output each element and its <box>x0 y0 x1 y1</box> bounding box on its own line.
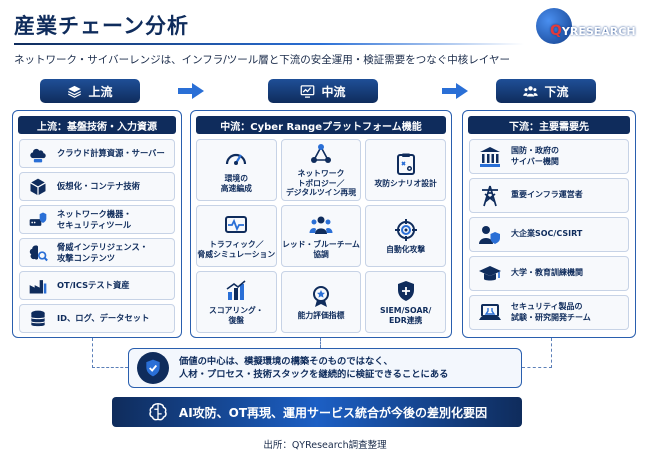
topology-icon <box>310 143 331 163</box>
cloud-server-icon <box>25 143 51 165</box>
title-underline <box>14 43 524 45</box>
connector-line <box>522 338 552 368</box>
upstream-panel-title: 上流：基盤技術・入力資源 <box>18 116 176 134</box>
downstream-item: 国防・政府の サイバー機関 <box>469 139 629 174</box>
users-icon <box>523 85 539 96</box>
logo-text: QYRESEARCH <box>550 23 636 39</box>
downstream-item: 重要インフラ運営者 <box>469 178 629 213</box>
midstream-cell: SIEM/SOAR/ EDR連携 <box>365 271 446 333</box>
layers-icon <box>68 85 82 98</box>
value-statement-text: 価値の中心は、模擬環境の構築そのものではなく、 人材・プロセス・技術スタックを継… <box>179 355 449 380</box>
upstream-item: 脅威インテリジェンス・ 攻撃コンテンツ <box>19 238 175 267</box>
page-subtitle: ネットワーク・サイバーレンジは、インフラ/ツール層と下流の安全運用・検証需要をつ… <box>14 54 510 66</box>
arrow-right-icon <box>442 83 468 99</box>
scenario-icon <box>396 153 415 175</box>
upstream-item: OT/ICSテスト資産 <box>19 271 175 300</box>
speedometer-icon <box>226 153 247 165</box>
network-tools-icon <box>25 209 51 231</box>
globe-icon <box>536 8 572 44</box>
midstream-cell: 攻防シナリオ設計 <box>365 139 446 201</box>
midstream-cell: トラフィック／ 脅威シミュレーション <box>196 205 277 267</box>
banner-text: AI攻防、OT再現、運用サービス統合が今後の差別化要因 <box>178 405 488 420</box>
upstream-item: ネットワーク機器・ セキュリティツール <box>19 205 175 234</box>
ai-brain-icon <box>149 403 167 421</box>
midstream-cell: 自動化攻撃 <box>365 205 446 267</box>
midstream-cell: ネットワーク トポロジー／ デジタルツイン再現 <box>280 139 362 201</box>
government-icon <box>475 144 505 170</box>
stage-downstream-header: 下流 <box>496 79 596 103</box>
differentiation-banner: AI攻防、OT再現、運用サービス統合が今後の差別化要因 <box>112 397 522 427</box>
medal-icon <box>312 285 329 307</box>
monitor-chart-icon <box>301 84 315 98</box>
stage-midstream-label: 中流 <box>321 84 346 99</box>
midstream-cell: レッド・ブルーチーム 協調 <box>280 205 362 267</box>
brain-threat-icon <box>25 242 51 264</box>
connector-line <box>320 338 321 348</box>
graduation-cap-icon <box>475 261 505 287</box>
midstream-panel-title: 中流：Cyber Rangeプラットフォーム機能 <box>196 116 446 134</box>
arrow-right-icon <box>178 83 204 99</box>
database-icon <box>25 308 51 330</box>
downstream-item: 大学・教育訓練機関 <box>469 256 629 291</box>
midstream-cell: 環境の 高速編成 <box>196 139 277 201</box>
factory-ics-icon <box>25 275 51 297</box>
cube-container-icon <box>25 176 51 198</box>
shield-siem-icon <box>397 280 414 301</box>
stage-upstream-header: 上流 <box>40 79 140 103</box>
downstream-panel: 下流：主要需要先 国防・政府の サイバー機関 重要インフラ運営者 大企業SOC/… <box>462 110 636 338</box>
team-icon <box>309 216 333 234</box>
enterprise-shield-icon <box>475 222 505 248</box>
power-tower-icon <box>475 183 505 209</box>
stage-downstream-label: 下流 <box>544 84 569 99</box>
midstream-cell: 能力評価指標 <box>280 271 362 333</box>
stage-upstream-label: 上流 <box>88 84 113 99</box>
stage-midstream-header: 中流 <box>268 79 378 103</box>
upstream-item: クラウド計算資源・サーバー <box>19 139 175 168</box>
company-logo: QYRESEARCH <box>530 8 640 48</box>
upstream-panel: 上流：基盤技術・入力資源 クラウド計算資源・サーバー 仮想化・コンテナ技術 ネッ… <box>12 110 182 338</box>
value-statement-box: 価値の中心は、模擬環境の構築そのものではなく、 人材・プロセス・技術スタックを継… <box>128 348 522 388</box>
laptop-lab-icon <box>475 300 505 326</box>
connector-line <box>92 338 128 368</box>
source-note: 出所：QYResearch調査整理 <box>263 440 387 451</box>
downstream-item: セキュリティ製品の 試験・研究開発チーム <box>469 295 629 330</box>
downstream-item: 大企業SOC/CSIRT <box>469 217 629 252</box>
score-chart-icon <box>226 280 246 300</box>
page-title: 産業チェーン分析 <box>14 14 189 38</box>
downstream-panel-title: 下流：主要需要先 <box>468 116 630 134</box>
upstream-item: 仮想化・コンテナ技術 <box>19 172 175 201</box>
target-icon <box>394 218 417 241</box>
midstream-cell: スコアリング・ 復盤 <box>196 271 277 333</box>
midstream-panel: 中流：Cyber Rangeプラットフォーム機能 環境の 高速編成 ネットワーク… <box>190 110 452 338</box>
shield-check-icon <box>137 352 169 384</box>
pulse-icon <box>225 215 248 233</box>
upstream-item: ID、ログ、データセット <box>19 304 175 333</box>
